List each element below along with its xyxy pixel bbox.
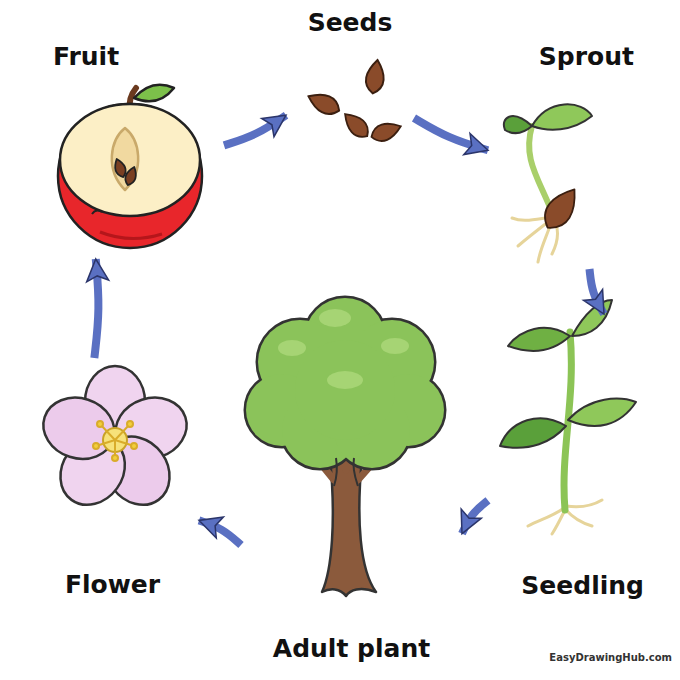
stage-node: Seeds bbox=[290, 6, 410, 146]
seedling-illustration-part bbox=[508, 328, 570, 351]
apple-illustration-part bbox=[112, 128, 138, 190]
tree-illustration-part bbox=[334, 458, 358, 486]
tree-illustration-part bbox=[381, 338, 409, 354]
stage-label: Seeds bbox=[300, 6, 401, 40]
tree-illustration bbox=[246, 298, 444, 596]
apple-illustration-part bbox=[92, 210, 102, 214]
flower-illustration-part bbox=[97, 421, 103, 427]
seedling-illustration-part bbox=[572, 300, 612, 336]
seedling-illustration-part bbox=[566, 500, 602, 507]
stage-node: Seedling bbox=[492, 318, 652, 603]
stage-node: Flower bbox=[30, 362, 195, 602]
apple-illustration-part bbox=[100, 232, 162, 239]
cycle-arrow bbox=[199, 520, 241, 545]
sprout-illustration-part bbox=[538, 182, 585, 234]
seeds-illustration-part bbox=[364, 59, 386, 95]
apple-illustration bbox=[58, 85, 202, 248]
flower-illustration-part bbox=[96, 424, 134, 458]
tree-illustration-part bbox=[278, 340, 306, 356]
cycle-arrow bbox=[462, 500, 488, 533]
apple-illustration-part bbox=[58, 104, 202, 248]
flower-illustration-part bbox=[127, 421, 133, 427]
cycle-arrow bbox=[94, 259, 98, 358]
flower-illustration-part bbox=[35, 389, 122, 468]
sprout-illustration-part bbox=[512, 218, 545, 220]
seedling-illustration-part bbox=[566, 510, 592, 526]
tree-illustration-part bbox=[246, 298, 444, 468]
stage-label: Fruit bbox=[45, 40, 127, 74]
cycle-arrow bbox=[224, 115, 286, 145]
sprout-illustration bbox=[504, 104, 592, 262]
cycle-arrow bbox=[590, 269, 605, 314]
apple-illustration-part bbox=[134, 85, 174, 102]
watermark: EasyDrawingHub.com bbox=[549, 652, 672, 663]
flower-illustration-part bbox=[93, 421, 137, 461]
stage-label: Sprout bbox=[531, 40, 642, 74]
stage-label: Adult plant bbox=[265, 632, 438, 666]
apple-illustration-part bbox=[60, 104, 200, 216]
flower-illustration-part bbox=[93, 443, 99, 449]
sprout-illustration-part bbox=[529, 126, 553, 215]
tree-illustration-part bbox=[295, 340, 395, 440]
seeds-illustration bbox=[305, 59, 404, 145]
tree-illustration-part bbox=[278, 309, 409, 389]
cycle-arrow bbox=[414, 118, 488, 150]
flower-illustration bbox=[35, 366, 194, 518]
flower-illustration-part bbox=[112, 455, 118, 461]
seeds-illustration-part bbox=[369, 119, 404, 145]
seeds-illustration-part bbox=[339, 108, 373, 142]
sprout-illustration-part bbox=[532, 104, 592, 129]
seedling-illustration-part bbox=[568, 399, 636, 426]
tree-illustration-part bbox=[327, 371, 363, 389]
apple-illustration-part bbox=[123, 165, 139, 186]
sprout-illustration-part bbox=[504, 116, 532, 133]
sprout-illustration-part bbox=[538, 226, 550, 262]
flower-illustration-part bbox=[131, 443, 137, 449]
tree-illustration-part bbox=[295, 340, 395, 440]
stage-node: Adult plant bbox=[245, 288, 458, 666]
tree-illustration-part bbox=[319, 309, 351, 327]
tree-illustration-part bbox=[246, 298, 444, 468]
seedling-illustration-part bbox=[500, 418, 566, 447]
seeds-illustration-part bbox=[305, 88, 343, 118]
seedling-illustration bbox=[500, 300, 636, 534]
stage-node: Sprout bbox=[492, 40, 642, 265]
stage-node: Fruit bbox=[45, 40, 220, 255]
stage-label: Seedling bbox=[513, 569, 652, 603]
stage-label: Flower bbox=[57, 568, 168, 602]
seedling-illustration-part bbox=[552, 510, 565, 534]
